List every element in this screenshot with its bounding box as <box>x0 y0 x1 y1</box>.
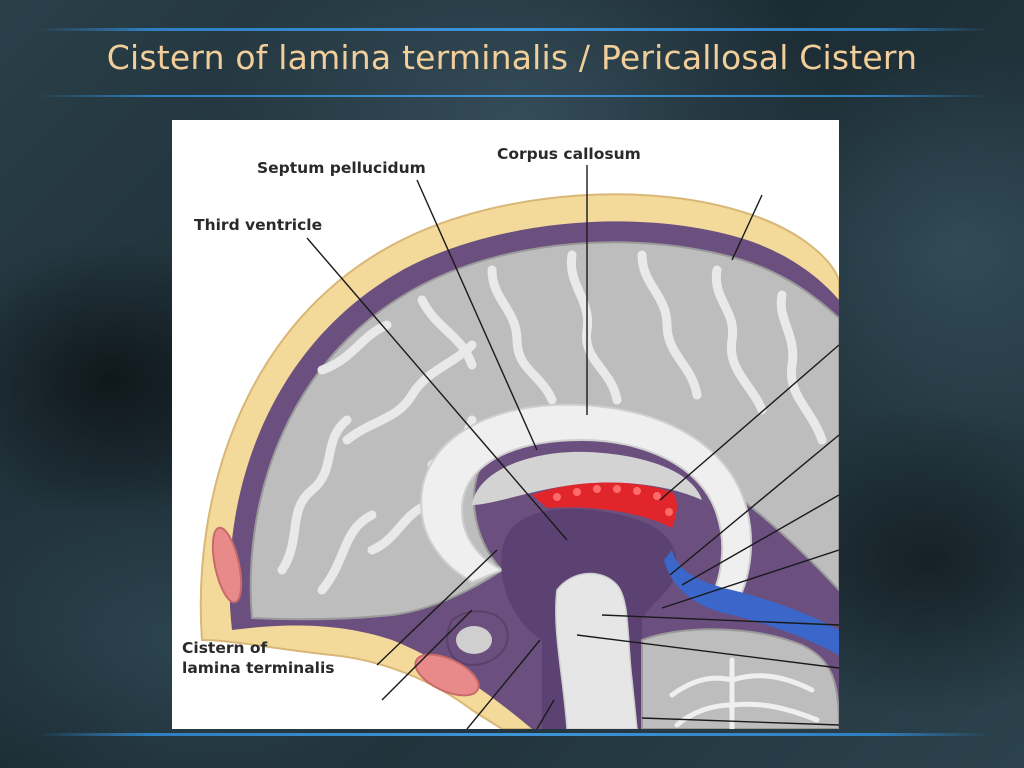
frontal-sinus <box>211 526 243 604</box>
choroid-plexus <box>532 482 677 528</box>
title-underline-rule <box>36 95 991 97</box>
pituitary-gland <box>456 626 492 654</box>
label-cistern-lamina-terminalis: Cistern of lamina terminalis <box>182 638 382 678</box>
choroid-plexus-dots <box>553 485 673 516</box>
label-cistern-line1: Cistern of <box>182 639 268 657</box>
brain-sagittal-diagram: Corpus callosum Septum pellucidum Third … <box>172 120 839 729</box>
callout-lines <box>306 165 839 729</box>
sphenoid-sinus <box>414 653 480 697</box>
septum-pellucidum-region <box>472 451 702 505</box>
great-cerebral-vein <box>664 550 839 655</box>
label-third-ventricle: Third ventricle <box>194 216 323 234</box>
brain-illustration <box>199 165 839 729</box>
label-corpus-callosum: Corpus callosum <box>497 145 641 163</box>
brainstem <box>555 572 638 729</box>
corpus-callosum <box>420 403 753 612</box>
label-septum-pellucidum: Septum pellucidum <box>257 159 426 177</box>
bottom-accent-rule <box>36 733 991 736</box>
top-accent-rule <box>36 28 991 31</box>
slide-title: Cistern of lamina terminalis / Pericallo… <box>106 38 918 77</box>
label-cistern-line2: lamina terminalis <box>182 659 335 677</box>
cerebellar-folia <box>669 657 820 729</box>
